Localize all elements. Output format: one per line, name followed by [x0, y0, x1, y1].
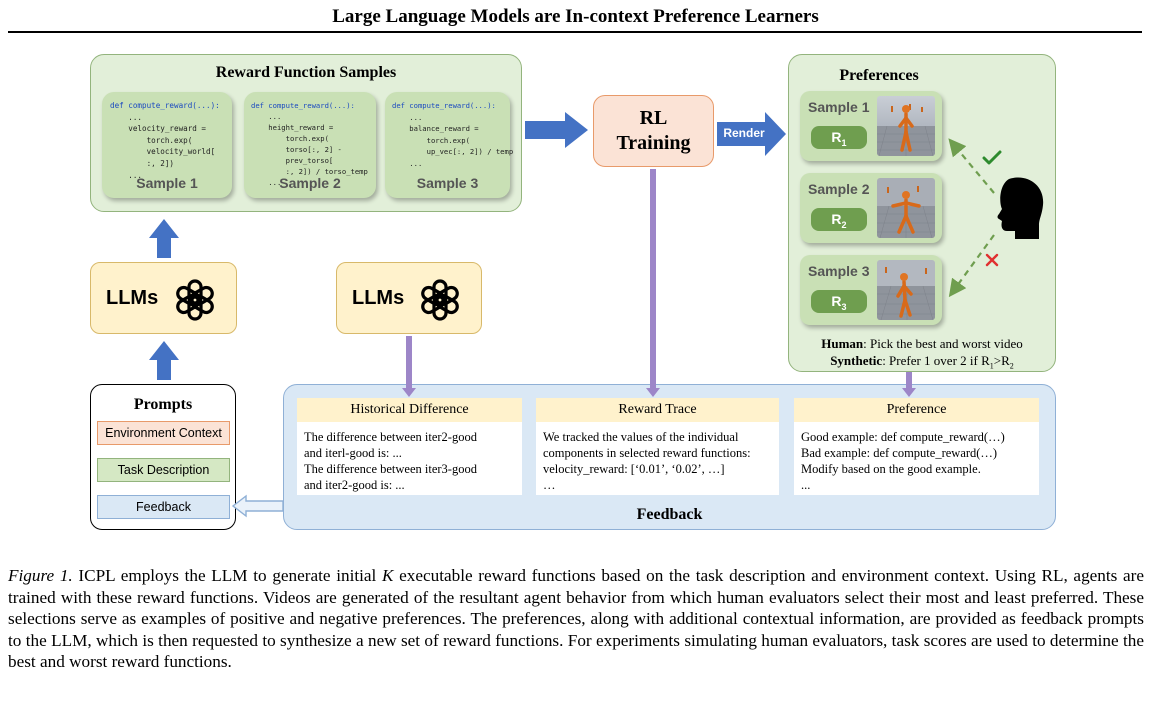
- human-head-icon: [997, 177, 1044, 239]
- arrow-samples-to-rl: [525, 112, 588, 148]
- arrow-preferences-to-feedback: [902, 372, 916, 397]
- cross-icon: [985, 253, 999, 267]
- openai-logo-icon: [176, 279, 214, 321]
- feedback-column-historical: Historical Difference The difference bet…: [297, 398, 522, 495]
- sample-label-3: Sample 3: [416, 175, 479, 191]
- rl-training-label: RL Training: [616, 107, 691, 154]
- historical-difference-header: Historical Difference: [297, 398, 522, 422]
- human-instruction: Human: Pick the best and worst video: [821, 336, 1023, 351]
- sample-code-2: def compute_reward(...): ... height_rewa…: [251, 101, 368, 187]
- reward-samples-panel: Reward Function Samples def compute_rewa…: [90, 54, 522, 212]
- reward-pill-3: R3: [811, 290, 867, 313]
- sample-card-1: def compute_reward(...): ... velocity_re…: [102, 92, 232, 198]
- pref-sample-label-3: Sample 3: [808, 263, 870, 279]
- preference-header: Preference: [794, 398, 1039, 422]
- pref-sample-label-1: Sample 1: [808, 99, 870, 115]
- preferences-panel: Preferences Sample 1 R1 Sample 2 R2: [788, 54, 1056, 372]
- sample-label-2: Sample 2: [279, 175, 341, 191]
- preference-text: Good example: def compute_reward(…) Bad …: [801, 430, 1005, 492]
- sample-label-1: Sample 1: [136, 175, 198, 191]
- pref-card-3: Sample 3 R3: [800, 255, 942, 325]
- prompts-title: Prompts: [133, 396, 193, 413]
- agent-video-thumbnail-1: [877, 96, 935, 156]
- reward-samples-title: Reward Function Samples: [215, 64, 397, 81]
- figure-caption: Figure 1. ICPL employs the LLM to genera…: [8, 566, 1145, 672]
- prompt-task-description: Task Description: [97, 458, 230, 482]
- arrow-rl-to-feedback: [646, 169, 660, 397]
- historical-difference-text: The difference between iter2-good and it…: [304, 430, 477, 492]
- reward-trace-header: Reward Trace: [536, 398, 779, 422]
- arrow-feedback-to-prompts: [231, 494, 284, 518]
- arrow-llm-to-samples: [149, 219, 179, 258]
- pref-card-2: Sample 2 R2: [800, 173, 942, 243]
- flow-arrows: [149, 112, 916, 518]
- prompt-feedback: Feedback: [97, 495, 230, 519]
- render-arrow: [717, 112, 786, 156]
- pref-card-1: Sample 1 R1: [800, 91, 942, 161]
- rl-training-box: RL Training: [593, 95, 714, 167]
- prompt-environment-context: Environment Context: [97, 421, 230, 445]
- title-rule: [8, 31, 1142, 33]
- preference-arrows: [948, 138, 995, 298]
- paper-title: Large Language Models are In-context Pre…: [332, 6, 819, 27]
- render-label: Render: [723, 126, 765, 140]
- llm-label-middle: LLMs: [352, 287, 405, 309]
- agent-video-thumbnail-2: [877, 178, 935, 238]
- sample-code-1: def compute_reward(...): ... velocity_re…: [110, 101, 220, 180]
- feedback-column-preference: Preference Good example: def compute_rew…: [794, 398, 1039, 495]
- arrow-prompts-to-llm: [149, 341, 179, 380]
- agent-video-thumbnail-3: [877, 260, 935, 320]
- preferences-title: Preferences: [839, 67, 919, 84]
- prompts-box: Prompts Environment Context Task Descrip…: [90, 384, 236, 530]
- reward-pill-1: R1: [811, 126, 867, 149]
- reward-pill-2: R2: [811, 208, 867, 231]
- synthetic-instruction: Synthetic: Prefer 1 over 2 if R1>R2: [830, 353, 1014, 371]
- reward-trace-text: We tracked the values of the individual …: [543, 430, 751, 492]
- feedback-panel: Historical Difference The difference bet…: [283, 384, 1056, 530]
- sample-code-3: def compute_reward(...): ... balance_rew…: [392, 101, 514, 168]
- pref-sample-label-2: Sample 2: [808, 181, 870, 197]
- llm-box-left: LLMs: [90, 262, 237, 334]
- sample-card-2: def compute_reward(...): ... height_rewa…: [244, 92, 376, 198]
- feedback-column-reward-trace: Reward Trace We tracked the values of th…: [536, 398, 779, 495]
- openai-logo-icon: [421, 279, 459, 321]
- feedback-title: Feedback: [636, 506, 703, 523]
- llm-box-middle: LLMs: [336, 262, 482, 334]
- arrow-llm-to-feedback: [402, 336, 416, 397]
- sample-card-3: def compute_reward(...): ... balance_rew…: [385, 92, 514, 198]
- check-icon: [982, 150, 1002, 165]
- llm-label-left: LLMs: [106, 287, 159, 309]
